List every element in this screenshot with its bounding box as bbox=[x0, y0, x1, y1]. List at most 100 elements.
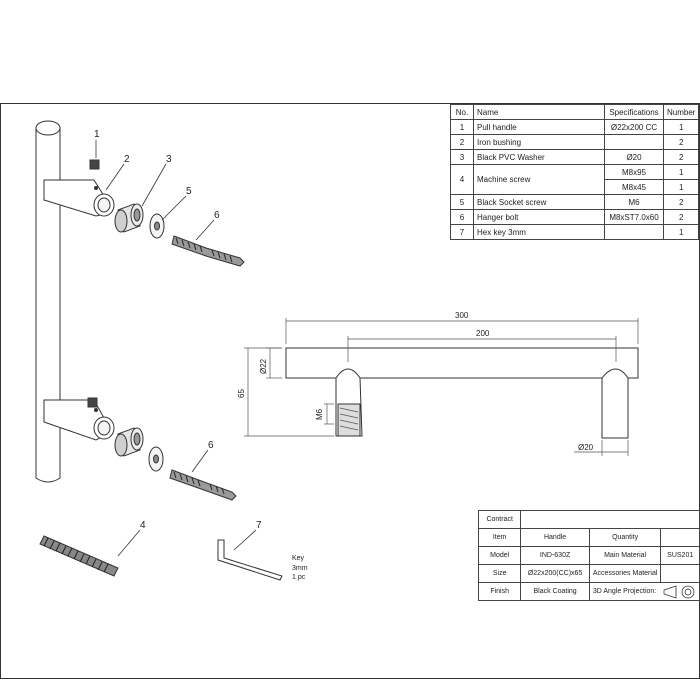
row-name: Black Socket screw bbox=[473, 194, 605, 210]
callout-4: 4 bbox=[140, 520, 146, 531]
size-label: Size bbox=[477, 564, 522, 583]
pvc-washer-upper bbox=[149, 213, 165, 239]
row-spec bbox=[604, 134, 664, 150]
row-name: Machine screw bbox=[473, 164, 605, 195]
accessories-value bbox=[660, 564, 700, 583]
hanger-bolt-lower bbox=[169, 469, 237, 501]
quantity-value bbox=[660, 528, 700, 547]
iron-bushing-upper bbox=[114, 203, 144, 233]
main-material-value: SUS201 bbox=[660, 546, 700, 565]
dimension-lines bbox=[244, 318, 639, 456]
callout-leaders bbox=[95, 140, 257, 557]
row-name: Hanger bolt bbox=[473, 209, 605, 225]
table-row: 1 Pull handle Ø22x200 CC 1 bbox=[450, 119, 700, 135]
parts-table-header: No. Name Specifications Number bbox=[450, 104, 700, 120]
main-material-label: Main Material bbox=[588, 546, 662, 565]
item-value: Handle bbox=[520, 528, 590, 547]
row-number: 1 bbox=[662, 179, 700, 195]
hex-key bbox=[217, 539, 283, 581]
header-number: Number bbox=[662, 104, 700, 120]
pvc-washer-lower bbox=[148, 446, 164, 472]
exploded-view bbox=[35, 120, 283, 581]
row-number: 2 bbox=[662, 134, 700, 150]
side-view bbox=[285, 347, 639, 439]
row-no: 7 bbox=[450, 224, 474, 240]
size-value: Ø22x200(CC)x65 bbox=[520, 564, 590, 583]
row-name: Iron bushing bbox=[473, 134, 605, 150]
table-row: 3 Black PVC Washer Ø20 2 bbox=[450, 149, 700, 165]
row-no: 1 bbox=[450, 119, 474, 135]
key-note-line-2: 3mm bbox=[292, 565, 308, 572]
right-post bbox=[601, 368, 629, 439]
row-number: 2 bbox=[662, 149, 700, 165]
iron-bushing-lower bbox=[114, 427, 144, 457]
header-spec: Specifications bbox=[604, 104, 664, 120]
callout-numbers: 1 2 3 5 6 6 4 7 bbox=[94, 129, 262, 531]
row-no: 6 bbox=[450, 209, 474, 225]
quantity-label: Quantity bbox=[588, 528, 662, 547]
row-spec: M8xST7.0x60 bbox=[604, 209, 664, 225]
finish-value: Black Coating bbox=[520, 582, 590, 601]
left-post-insert bbox=[337, 403, 361, 437]
row-spec: M8x95 bbox=[604, 164, 664, 180]
finish-label: Finish bbox=[477, 582, 522, 601]
row-spec: Ø20 bbox=[604, 149, 664, 165]
row-number: 1 bbox=[662, 119, 700, 135]
row-spec: M6 bbox=[604, 194, 664, 210]
table-row: 4 Machine screw M8x95 1 bbox=[450, 164, 700, 195]
dim-post-diameter: Ø20 bbox=[578, 443, 594, 452]
contract-value bbox=[520, 510, 700, 529]
row-spec bbox=[604, 224, 664, 240]
dim-overall-length: 300 bbox=[455, 311, 469, 320]
callout-2: 3 bbox=[166, 154, 172, 165]
dimension-labels: 300 200 Ø22 65 M6 Ø20 bbox=[237, 311, 594, 452]
socket-screw-lower bbox=[87, 397, 98, 408]
row-name: Pull handle bbox=[473, 119, 605, 135]
contract-label: Contract bbox=[477, 510, 522, 529]
row-no: 5 bbox=[450, 194, 474, 210]
row-number: 1 bbox=[662, 164, 700, 180]
header-no: No. bbox=[450, 104, 474, 120]
row-number: 2 bbox=[662, 194, 700, 210]
callout-5: 1 bbox=[94, 129, 100, 140]
table-row: 2 Iron bushing 2 bbox=[450, 134, 700, 150]
model-label: Model bbox=[477, 546, 522, 565]
key-note-line-3: 1 pc bbox=[292, 574, 306, 581]
dim-center-to-center: 200 bbox=[476, 329, 490, 338]
key-note: Key 3mm 1 pc bbox=[292, 555, 308, 581]
dim-height: 65 bbox=[237, 389, 246, 398]
projection-label: 3D Angle Projection: bbox=[588, 582, 700, 601]
row-name: Black PVC Washer bbox=[473, 149, 605, 165]
accessories-label: Accessories Material bbox=[588, 564, 662, 583]
row-no: 2 bbox=[450, 134, 474, 150]
row-no: 3 bbox=[450, 149, 474, 165]
callout-3: 5 bbox=[186, 186, 192, 197]
machine-screw bbox=[39, 535, 119, 577]
socket-screw-upper bbox=[89, 159, 100, 170]
table-row: 6 Hanger bolt M8xST7.0x60 2 bbox=[450, 209, 700, 225]
header-name: Name bbox=[473, 104, 605, 120]
title-block: Contract Item Handle Quantity Model IND-… bbox=[477, 510, 700, 601]
row-number: 1 bbox=[662, 224, 700, 240]
model-value: IND-630Z bbox=[520, 546, 590, 565]
parts-table: No. Name Specifications Number 1 Pull ha… bbox=[450, 104, 700, 240]
vertical-bar-top bbox=[35, 120, 61, 136]
row-spec: Ø22x200 CC bbox=[604, 119, 664, 135]
row-number: 2 bbox=[662, 209, 700, 225]
callout-7: 7 bbox=[256, 520, 262, 531]
row-spec: M8x45 bbox=[604, 179, 664, 195]
callout-6-upper: 6 bbox=[214, 210, 220, 221]
table-row: 5 Black Socket screw M6 2 bbox=[450, 194, 700, 210]
table-row: 7 Hex key 3mm 1 bbox=[450, 224, 700, 240]
callout-1: 2 bbox=[124, 154, 130, 165]
callout-6-lower: 6 bbox=[208, 440, 214, 451]
handle-bar bbox=[285, 347, 639, 379]
dim-bar-diameter: Ø22 bbox=[259, 358, 268, 374]
row-no: 4 bbox=[450, 164, 474, 195]
row-name: Hex key 3mm bbox=[473, 224, 605, 240]
key-note-line-1: Key bbox=[292, 555, 305, 562]
vertical-bar bbox=[35, 128, 61, 483]
item-label: Item bbox=[477, 528, 522, 547]
hanger-bolt-upper bbox=[171, 235, 245, 267]
